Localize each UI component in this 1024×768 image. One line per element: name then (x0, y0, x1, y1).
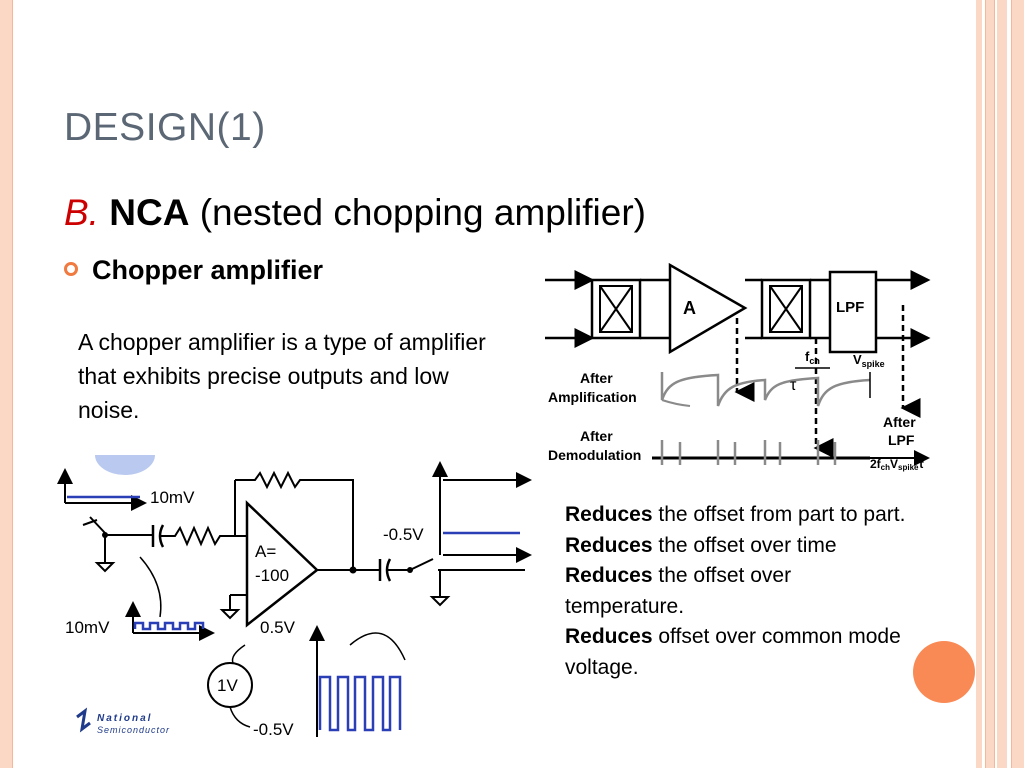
lpf-label: LPF (836, 299, 864, 316)
chopper-block-diagram: A LPF After Amplification After Demodula… (545, 262, 931, 472)
description-text: A chopper amplifier is a type of amplifi… (78, 329, 486, 423)
opamp-triangle (245, 500, 319, 628)
output-label: 2fchVspikeτ (870, 457, 925, 472)
after-lpf-label-2: LPF (888, 432, 915, 448)
fch-label: fch (805, 349, 820, 366)
left-border (0, 0, 13, 768)
decorative-orange-circle (913, 641, 975, 703)
gain-label-1: A= (255, 542, 276, 561)
reduces-item-3: Reduces the offset over temperature. (565, 564, 792, 618)
after-lpf-label-1: After (883, 414, 916, 430)
chopper-circuit-diagram: 10mV A= -100 -0.5V (57, 455, 532, 739)
after-demod-label-1: After (580, 428, 613, 444)
output-neg-label: -0.5V (383, 525, 424, 544)
vspike-label: Vspike (853, 352, 885, 369)
reduces-item-2: Reduces the offset over time (565, 533, 837, 557)
output-neg2-label: -0.5V (253, 720, 294, 739)
demodulated-waveform (660, 440, 837, 465)
input-level-label: 10mV (150, 488, 195, 507)
amp-label: A (683, 298, 696, 318)
subtitle-bold: NCA (109, 192, 190, 233)
logo-line-1: National (97, 713, 152, 724)
page-title: DESIGN(1) (64, 106, 266, 149)
amplified-waveform (660, 372, 871, 407)
bullet-circle-icon (64, 261, 78, 276)
amplifier-triangle (668, 262, 748, 355)
logo-line-2: Semiconductor (97, 725, 170, 735)
reduces-item-4: Reduces offset over common mode voltage. (565, 625, 901, 679)
chop-input-label: 10mV (65, 618, 110, 637)
national-semiconductor-logo: National Semiconductor (76, 707, 170, 735)
output-pos-label: 0.5V (260, 618, 296, 637)
source-label: 1V (217, 676, 238, 695)
subtitle-letter: B. (64, 192, 99, 233)
lpf-box (828, 270, 878, 354)
bullet-text: Chopper amplifier (92, 255, 324, 285)
after-demod-label-2: Demodulation (548, 447, 641, 463)
after-amp-label-2: Amplification (548, 389, 637, 405)
reduces-list: Reduces the offset from part to part. Re… (565, 500, 910, 683)
decorative-glow (95, 455, 155, 475)
right-stripes (972, 0, 1024, 768)
subtitle: B. NCA (nested chopping amplifier) (64, 192, 646, 234)
subtitle-rest: (nested chopping amplifier) (199, 192, 646, 233)
tau-label: τ (790, 377, 797, 394)
clock-waveform (318, 675, 402, 732)
reduces-item-1: Reduces the offset from part to part. (565, 503, 906, 526)
after-amp-label-1: After (580, 370, 613, 386)
bullet-item: Chopper amplifier (64, 255, 323, 286)
gain-label-2: -100 (255, 566, 289, 585)
